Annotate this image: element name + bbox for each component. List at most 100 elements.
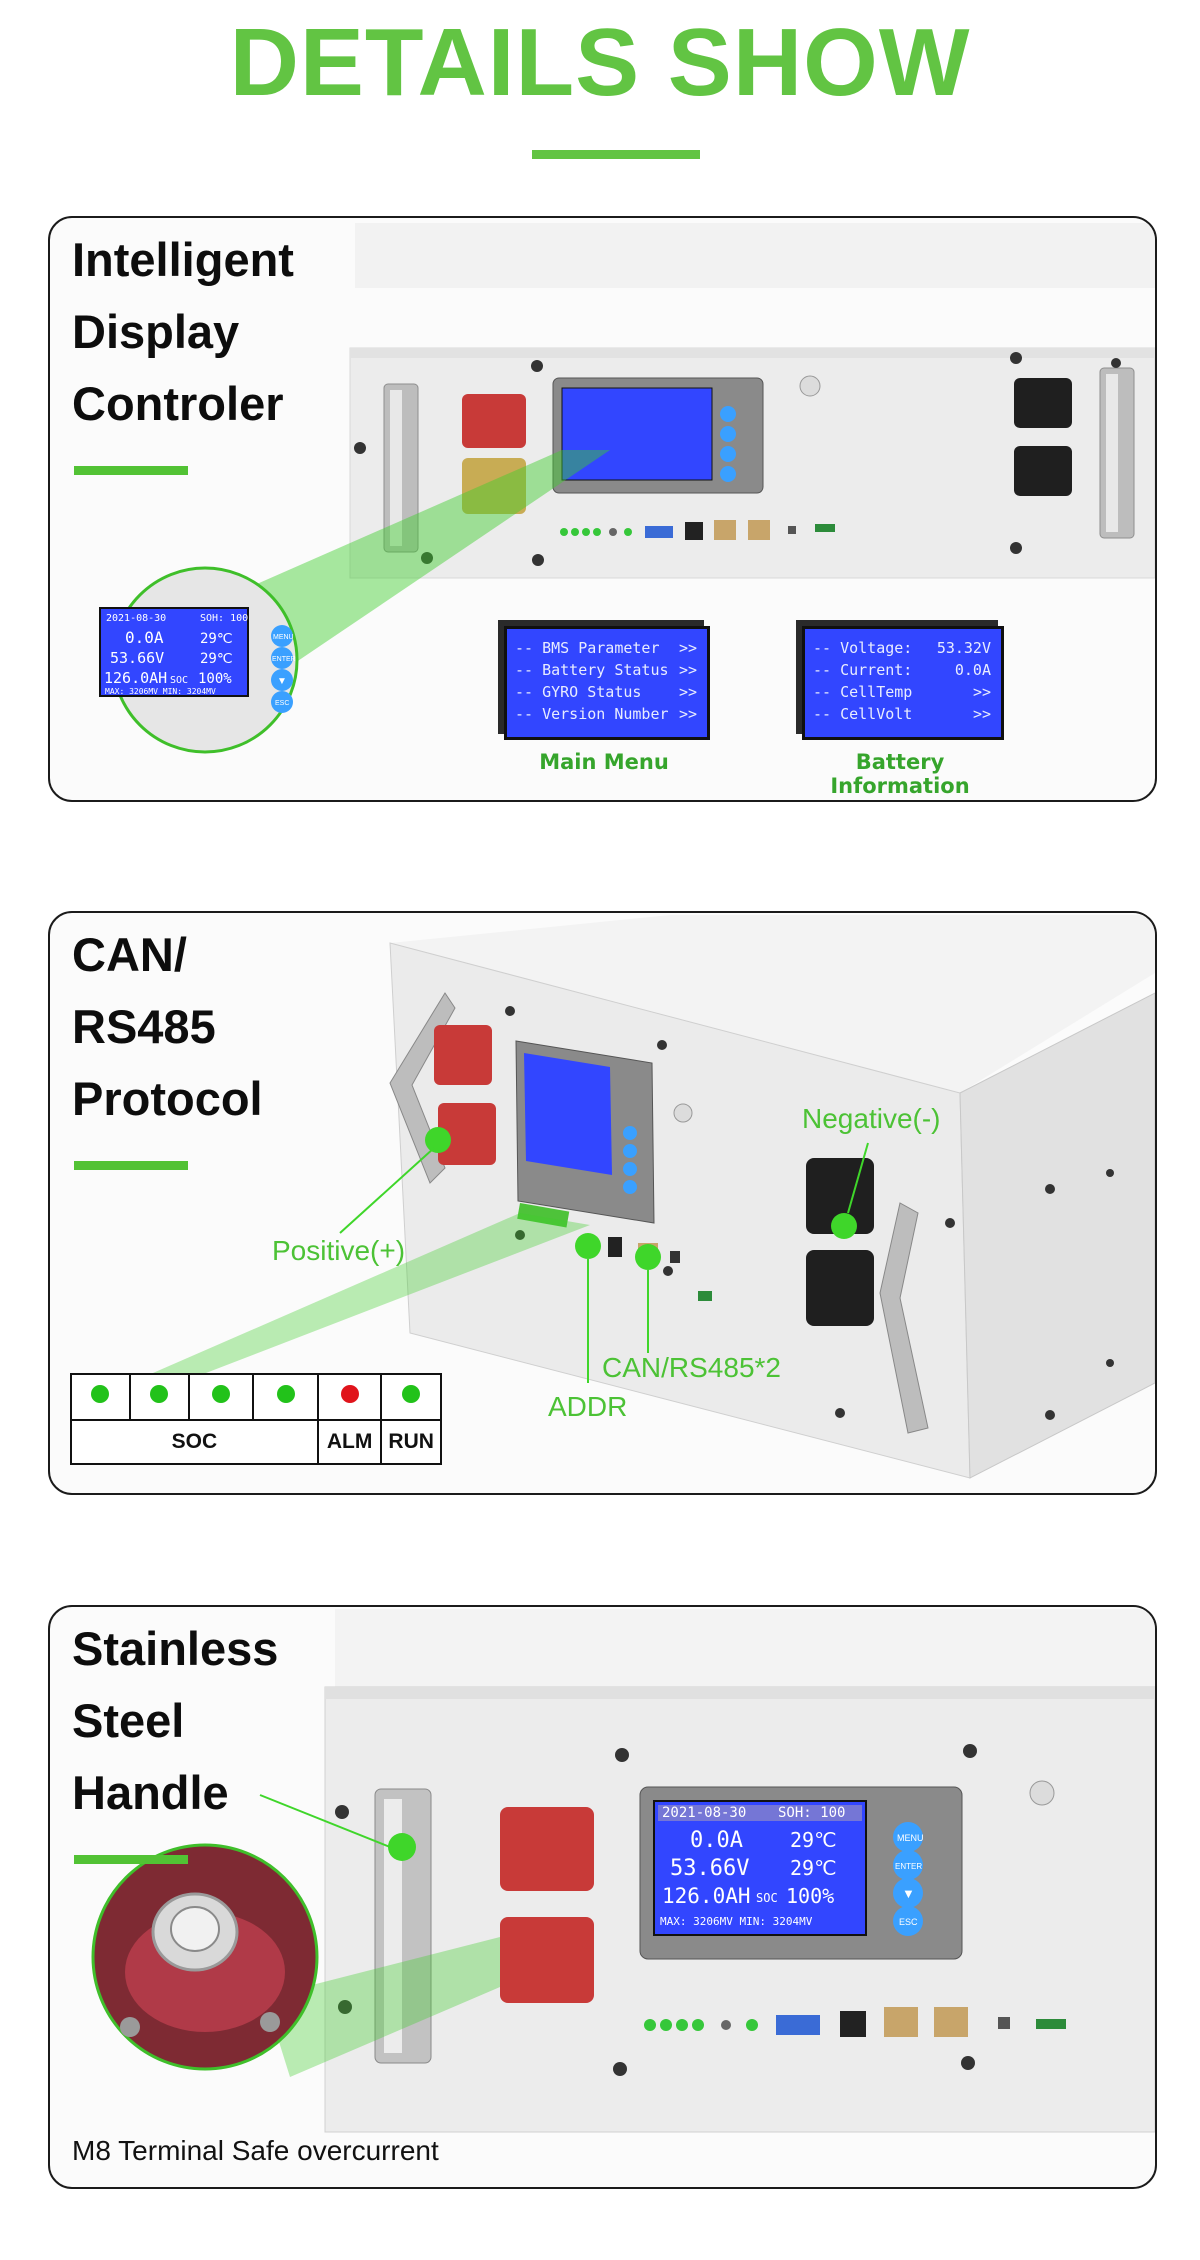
soc-led-cell [252,1373,319,1421]
heading-underline [74,466,188,475]
display-illustration: 2021-08-30 SOH: 100 0.0A 29℃ 53.66V 29℃ … [99,223,1155,754]
negative-label: Negative(-) [802,1103,941,1134]
zoom-lcd-capacity: 126.0AH [104,669,167,687]
soc-led-cell [187,1373,255,1421]
battery-info-row-value: 0.0A [954,661,991,679]
heading-line-2: RS485 [72,1000,216,1053]
page-title: DETAILS SHOW [229,9,971,116]
led-dot [402,1385,421,1403]
zoom-lcd-voltage: 53.66V [110,649,164,667]
negative-terminal-marker [831,1213,857,1239]
section-can-rs485: CAN/ RS485 Protocol Positive(+) Negative… [48,911,1157,1495]
battery-info-row-value: >> [972,705,991,723]
led-dot [276,1385,295,1403]
down-arrow-icon [271,669,293,691]
can-rs485-label: CAN/RS485*2 [602,1352,781,1383]
led-dot [340,1385,359,1403]
heading-line-3: Controler [72,377,284,430]
zoom-lcd-current: 0.0A [125,628,164,647]
alm-led-cell [316,1373,383,1421]
run-led-cell [380,1373,442,1421]
lcd-temp2: 29℃ [790,1856,837,1880]
run-label: RUN [380,1419,442,1465]
soc-led-cell [70,1373,131,1421]
positive-label: Positive(+) [272,1235,406,1266]
heading-underline [74,1855,188,1864]
main-menu-row-label: -- GYRO Status [515,683,642,701]
lcd-date: 2021-08-30 [662,1805,746,1821]
positive-terminal-marker [425,1127,451,1153]
addr-port-marker [575,1233,601,1259]
main-menu-screen: -- BMS Parameter >> -- Battery Status >> -… [504,626,710,740]
menu-icon [271,625,293,647]
btn-down-text: ▼ [902,1886,915,1901]
btn-esc-text: ESC [899,1917,918,1927]
main-menu-row-label: -- BMS Parameter [515,639,660,657]
heading-line-1: Intelligent [72,233,294,286]
menu-button-icon [893,1822,923,1852]
enter-icon [271,647,293,669]
soc-label: SOC [70,1419,319,1465]
protocol-illustration [130,915,1155,1479]
btn-enter-text: ENTER [895,1862,922,1871]
zoom-lcd-date: 2021-08-30 [106,613,166,624]
zoom-lcd-temp2: 29℃ [200,651,233,667]
led-dot [91,1385,110,1403]
heading-line-3: Handle [72,1766,229,1819]
heading-underline [74,1161,188,1170]
zoom-lcd-soc: 100% [198,671,232,687]
zoom-lcd-soh: SOH: 100 [200,613,248,624]
addr-label: ADDR [548,1391,628,1422]
btn-enter-label: ENTER [272,656,296,663]
zoom-lcd-temp1: 29℃ [200,631,233,647]
battery-info-row-value: >> [972,683,991,701]
lcd-voltage: 53.66V [670,1856,749,1881]
main-menu-row-value: >> [678,683,697,701]
heading-line-2: Steel [72,1694,185,1747]
section-stainless-handle: 2021-08-30 SOH: 100 0.0A 29℃ 53.66V 29℃ … [48,1605,1157,2189]
esc-button-icon [893,1906,923,1936]
battery-info-screen: -- Voltage: 53.32V -- Current: 0.0A -- Cel… [802,626,1004,740]
heading-line-1: CAN/ [72,928,187,981]
heading-line-3: Protocol [72,1072,263,1125]
lcd-capacity: 126.0AH [662,1884,751,1908]
battery-info-caption: Battery Information [830,750,970,798]
section-intelligent-display: 2021-08-30 SOH: 100 0.0A 29℃ 53.66V 29℃ … [48,216,1157,802]
handle-marker [388,1833,416,1861]
heading-line-2: Display [72,305,240,358]
title-divider [532,150,700,159]
zoom-lcd-footer: MAX: 3206MV MIN: 3204MV [105,687,216,696]
led-dot [211,1385,230,1403]
btn-down-label: ▼ [277,676,287,687]
lcd-current: 0.0A [690,1828,743,1853]
battery-info-row-label: -- Voltage: [813,639,913,657]
heading-line-1: Stainless [72,1622,279,1675]
btn-esc-label: ESC [275,700,289,707]
lcd-soc-tag: SOC [756,1891,778,1905]
battery-info-row-label: -- CellTemp [813,683,913,701]
lcd-soc: 100% [786,1884,834,1908]
main-menu-row-label: -- Battery Status [515,661,669,679]
lcd-temp1: 29℃ [790,1828,837,1852]
lcd-footer: MAX: 3206MV MIN: 3204MV [660,1915,813,1928]
main-menu-row-value: >> [678,639,697,657]
led-dot [150,1385,169,1403]
main-menu-row-value: >> [678,661,697,679]
lcd-soh: SOH: 100 [778,1805,845,1821]
btn-menu-label: MENU [273,634,294,641]
led-indicator-table: SOC ALM RUN [70,1373,442,1465]
zoom-lcd-soc-tag: SOC [170,675,188,686]
terminal-footnote: M8 Terminal Safe overcurrent [72,2135,439,2166]
alm-label: ALM [316,1419,383,1465]
main-menu-row-label: -- Version Number [515,705,669,723]
battery-info-row-label: -- Current: [813,661,913,679]
battery-info-row-value: 53.32V [936,639,991,657]
soc-led-cell [128,1373,190,1421]
down-button-icon [893,1878,923,1908]
btn-menu-text: MENU [897,1833,924,1843]
main-menu-row-value: >> [678,705,697,723]
handle-illustration: 2021-08-30 SOH: 100 0.0A 29℃ 53.66V 29℃ … [91,1609,1155,2133]
esc-icon [271,691,293,713]
enter-button-icon [893,1850,923,1880]
main-menu-caption: Main Menu [539,750,669,774]
